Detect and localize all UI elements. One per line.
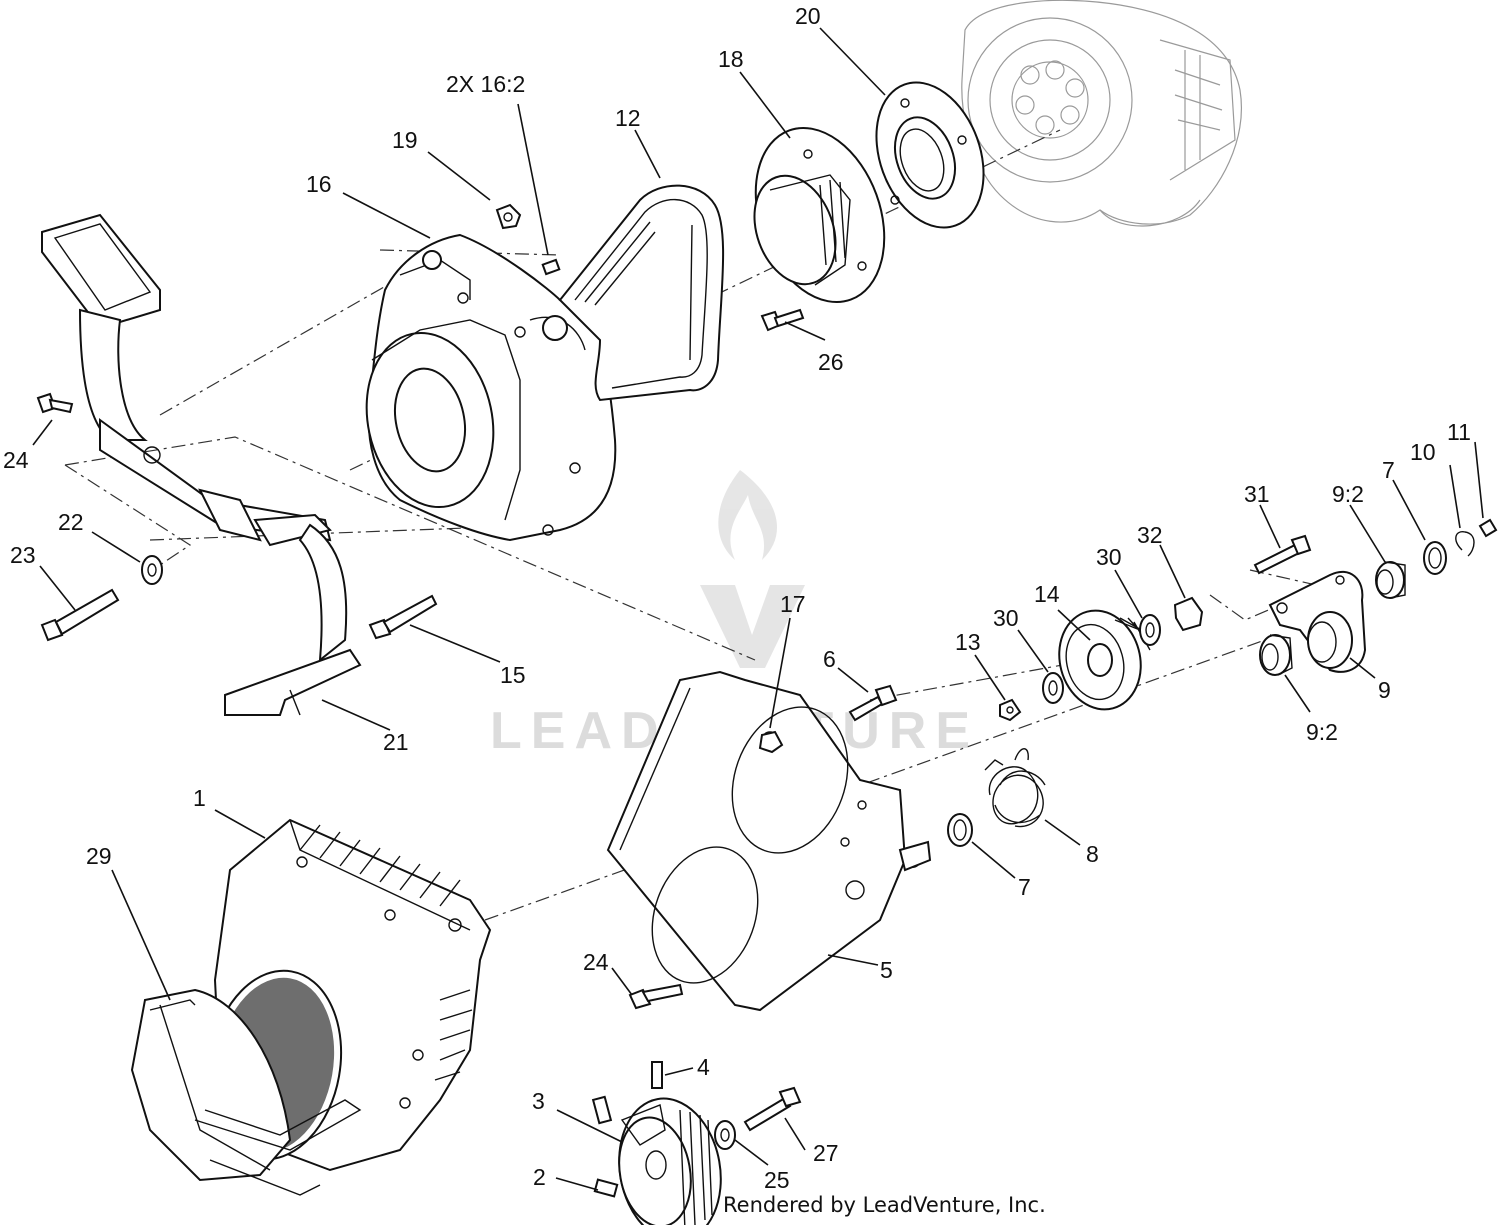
- callout-31: 31: [1244, 481, 1270, 507]
- callout-9-2-top: 9:2: [1332, 481, 1364, 507]
- callout-9: 9: [1378, 677, 1391, 703]
- housing-16: [365, 233, 617, 542]
- bolt-31: [1253, 534, 1312, 575]
- coupler-20: [875, 81, 985, 229]
- callout-20: 20: [795, 3, 821, 29]
- callout-10: 10: [1410, 439, 1436, 465]
- engine-flywheel: [961, 0, 1242, 227]
- callout-11: 11: [1447, 419, 1471, 445]
- bushing-9-2a: [1375, 561, 1406, 599]
- bolt-27: [743, 1086, 802, 1132]
- washer-22: [141, 555, 163, 585]
- callout-24-bottom: 24: [583, 949, 609, 975]
- idler-arm-9: [1268, 570, 1367, 673]
- callout-14: 14: [1034, 581, 1060, 607]
- setscrew-4: [651, 1061, 663, 1089]
- pedal-bracket-21: [41, 213, 362, 716]
- spacer-32: [1173, 596, 1204, 632]
- callout-19: 19: [392, 127, 418, 153]
- callout-7-bottom: 7: [1018, 874, 1031, 900]
- spring-8: [984, 748, 1046, 828]
- callout-6: 6: [823, 646, 836, 672]
- callout-1: 1: [193, 785, 206, 811]
- callout-17: 17: [780, 591, 806, 617]
- belt-12: [558, 184, 725, 402]
- dowel-16-2: [541, 258, 561, 276]
- callout-25: 25: [764, 1167, 790, 1193]
- callout-12: 12: [615, 105, 641, 131]
- bolt-23: [40, 588, 120, 642]
- callout-18: 18: [718, 46, 744, 72]
- key-2: [593, 1178, 619, 1198]
- callout-3: 3: [532, 1088, 545, 1114]
- drive-pulley-3: [618, 1097, 722, 1225]
- bolt-6: [848, 684, 898, 722]
- bolt-15: [368, 594, 438, 640]
- leader-lines: [32, 27, 1484, 1191]
- bushing-9-2b: [1259, 634, 1293, 676]
- callout-8: 8: [1086, 841, 1099, 867]
- callout-15: 15: [500, 662, 526, 688]
- callout-22: 22: [58, 509, 84, 535]
- washer-30a: [1042, 672, 1064, 704]
- clip-10: [1455, 531, 1475, 557]
- pulley-flange-18: [753, 126, 886, 304]
- callout-4: 4: [697, 1054, 710, 1080]
- washer-7b: [947, 813, 973, 847]
- callout-labels: 20 18 2X 16:2 12 19 16 26 24 22 23 15 21…: [3, 3, 1471, 1193]
- hardware-top: [36, 203, 805, 642]
- callout-30-right: 30: [1096, 544, 1122, 570]
- bolt-26: [760, 308, 805, 332]
- bolt-24-bottom: [628, 983, 684, 1010]
- callout-26: 26: [818, 349, 844, 375]
- nut-13: [999, 698, 1022, 722]
- callout-7-top: 7: [1382, 457, 1395, 483]
- callout-27: 27: [813, 1140, 839, 1166]
- pin-11: [1478, 518, 1498, 538]
- callout-24-top: 24: [3, 447, 29, 473]
- washer-7a: [1423, 541, 1447, 575]
- callout-21: 21: [383, 729, 409, 755]
- washer-30b: [1139, 614, 1161, 646]
- idler-pulley-14: [1058, 609, 1151, 711]
- callout-5: 5: [880, 957, 893, 983]
- setscrew-3b: [591, 1095, 613, 1125]
- blower-screen-29: [130, 969, 411, 1196]
- callout-23: 23: [10, 542, 36, 568]
- callout-2x-16-2: 2X 16:2: [446, 71, 525, 97]
- washer-25: [714, 1120, 736, 1150]
- bolt-24-top: [36, 392, 74, 414]
- rendered-by-footer: Rendered by LeadVenture, Inc.: [723, 1193, 1046, 1217]
- callout-13: 13: [955, 629, 981, 655]
- callout-29: 29: [86, 843, 112, 869]
- callout-9-2-bottom: 9:2: [1306, 719, 1338, 745]
- callout-30-left: 30: [993, 605, 1019, 631]
- nut-17: [758, 730, 784, 754]
- callout-32: 32: [1137, 522, 1163, 548]
- nut-19: [495, 203, 522, 230]
- mounting-plate-5: [606, 670, 932, 1012]
- callout-2: 2: [533, 1164, 546, 1190]
- callout-16: 16: [306, 171, 332, 197]
